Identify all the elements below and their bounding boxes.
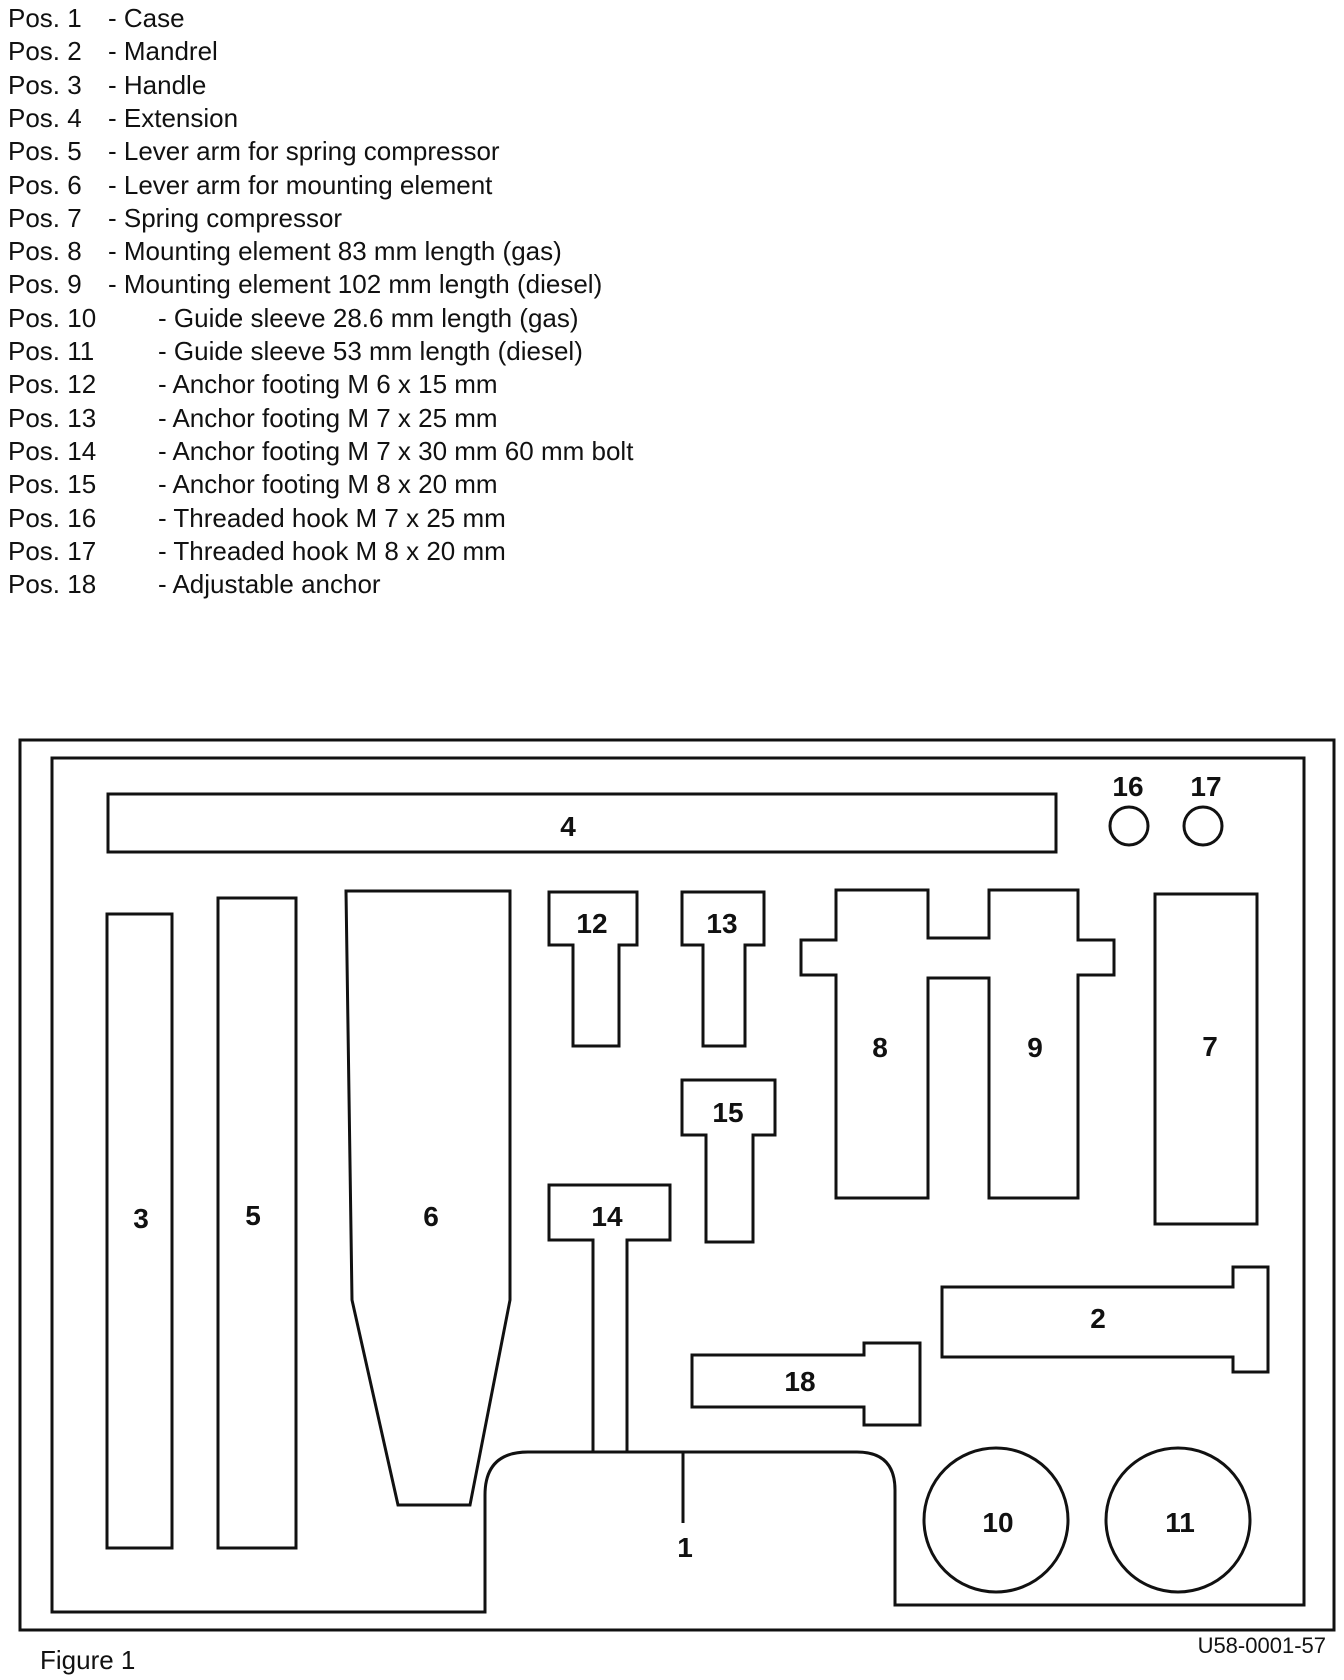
legend-pos-number: Pos. 11 xyxy=(8,336,95,366)
legend-pos-number: Pos. 4 xyxy=(8,102,82,133)
legend-description: - Mounting element 83 mm length (gas) xyxy=(108,236,562,267)
legend-pos-number: Pos. 7 xyxy=(8,202,82,233)
label-9: 9 xyxy=(1027,1032,1043,1063)
legend-description: - Lever arm for mounting element xyxy=(108,169,493,200)
part-13-anchor-footing xyxy=(680,890,766,1048)
legend-pos-number: Pos. 10 xyxy=(8,302,97,333)
label-8: 8 xyxy=(872,1032,888,1063)
legend-description: - Mandrel xyxy=(108,36,218,67)
legend-pos-number: Pos. 9 xyxy=(8,269,82,300)
label-4: 4 xyxy=(560,811,576,842)
label-6: 6 xyxy=(423,1201,439,1232)
label-11: 11 xyxy=(1165,1507,1195,1538)
legend-pos-number: Pos. 16 xyxy=(8,502,97,533)
part-15-anchor-footing xyxy=(680,1078,777,1244)
legend-description: - Guide sleeve 28.6 mm length (gas) xyxy=(158,302,579,333)
part-2-mandrel xyxy=(940,1265,1270,1374)
part-8-9-mounting-elements xyxy=(799,888,1116,1200)
figure-code: U58-0001-57 xyxy=(1197,1633,1326,1658)
legend-pos-number: Pos. 15 xyxy=(8,469,97,500)
part-5-lever-arm-spring xyxy=(216,896,298,1550)
label-15: 15 xyxy=(712,1097,743,1128)
legend-description: - Anchor footing M 7 x 30 mm 60 mm bolt xyxy=(158,435,634,466)
part-4-extension xyxy=(106,792,1058,854)
part-12-anchor-footing xyxy=(547,890,639,1048)
legend-pos-number: Pos. 2 xyxy=(8,36,82,67)
legend-description: - Spring compressor xyxy=(108,202,343,233)
legend-description: - Adjustable anchor xyxy=(158,569,381,600)
legend-pos-number: Pos. 18 xyxy=(8,569,97,600)
legend-description: - Anchor footing M 8 x 20 mm xyxy=(158,469,498,500)
part-14-anchor-footing xyxy=(547,1183,672,1454)
label-1: 1 xyxy=(677,1532,693,1563)
legend-pos-number: Pos. 6 xyxy=(8,169,82,200)
legend-pos-number: Pos. 14 xyxy=(8,435,97,466)
label-3: 3 xyxy=(133,1203,149,1234)
legend-description: - Extension xyxy=(108,102,239,133)
legend-description: - Threaded hook M 7 x 25 mm xyxy=(158,502,506,533)
label-5: 5 xyxy=(245,1200,261,1231)
label-14: 14 xyxy=(591,1201,623,1232)
part-10-guide-sleeve xyxy=(922,1446,1070,1594)
legend-description: - Anchor footing M 7 x 25 mm xyxy=(158,402,498,433)
legend-description: - Case xyxy=(108,3,185,33)
legend-pos-number: Pos. 1 xyxy=(8,3,82,33)
case-inner-outline xyxy=(50,756,1306,1614)
part-6-lever-arm-mounting xyxy=(344,889,512,1507)
part-7-spring-compressor xyxy=(1153,892,1259,1226)
legend-pos-number: Pos. 13 xyxy=(8,402,97,433)
part-3-handle xyxy=(105,912,174,1550)
label-12: 12 xyxy=(576,908,607,939)
label-18: 18 xyxy=(784,1366,815,1397)
legend-description: - Handle xyxy=(108,69,207,100)
case-outer-border xyxy=(18,738,1336,1632)
part-11-guide-sleeve xyxy=(1104,1446,1252,1594)
part-18-adjustable-anchor xyxy=(690,1341,922,1427)
label-17: 17 xyxy=(1190,771,1221,802)
legend-description: - Lever arm for spring compressor xyxy=(108,136,500,167)
label-2: 2 xyxy=(1090,1303,1106,1334)
legend-pos-number: Pos. 17 xyxy=(8,535,97,566)
label-16: 16 xyxy=(1112,771,1143,802)
figure-caption: Figure 1 xyxy=(40,1645,136,1675)
part-16-threaded-hook xyxy=(1108,805,1150,847)
legend-pos-number: Pos. 8 xyxy=(8,236,82,267)
legend-description: - Guide sleeve 53 mm length (diesel) xyxy=(158,336,583,366)
label-13: 13 xyxy=(706,908,737,939)
label-10: 10 xyxy=(982,1507,1013,1538)
legend-pos-number: Pos. 12 xyxy=(8,369,97,400)
legend-description: - Mounting element 102 mm length (diesel… xyxy=(108,269,603,300)
legend-description: - Anchor footing M 6 x 15 mm xyxy=(158,369,498,400)
legend-pos-number: Pos. 3 xyxy=(8,69,82,100)
label-7: 7 xyxy=(1202,1031,1218,1062)
legend-description: - Threaded hook M 8 x 20 mm xyxy=(158,535,506,566)
legend-pos-number: Pos. 5 xyxy=(8,136,82,167)
part-17-threaded-hook xyxy=(1182,805,1224,847)
